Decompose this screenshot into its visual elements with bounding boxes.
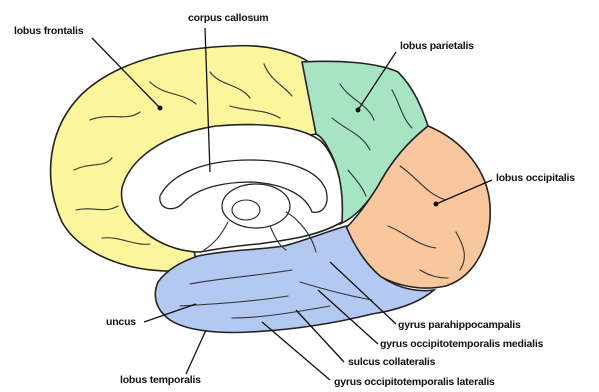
label-sulcus-collateralis: sulcus collateralis (348, 356, 435, 368)
label-corpus-callosum: corpus callosum (188, 12, 268, 24)
inner-nucleus-shape (232, 200, 260, 220)
label-uncus: uncus (106, 316, 136, 328)
label-gyrus-occipitotemporalis-medialis: gyrus occipitotemporalis medialis (380, 338, 543, 350)
label-gyrus-parahippocampalis: gyrus parahippocampalis (398, 319, 521, 331)
label-lobus-frontalis: lobus frontalis (14, 25, 83, 37)
label-gyrus-occipitotemporalis-lateralis: gyrus occipitotemporalis lateralis (334, 376, 495, 388)
leader-lobus-temporalis (186, 330, 206, 374)
label-lobus-temporalis: lobus temporalis (120, 374, 201, 386)
leader-gyrus-occipitotemporalis-lateralis (262, 322, 330, 380)
label-lobus-parietalis: lobus parietalis (400, 40, 474, 52)
label-lobus-occipitalis: lobus occipitalis (496, 172, 575, 184)
